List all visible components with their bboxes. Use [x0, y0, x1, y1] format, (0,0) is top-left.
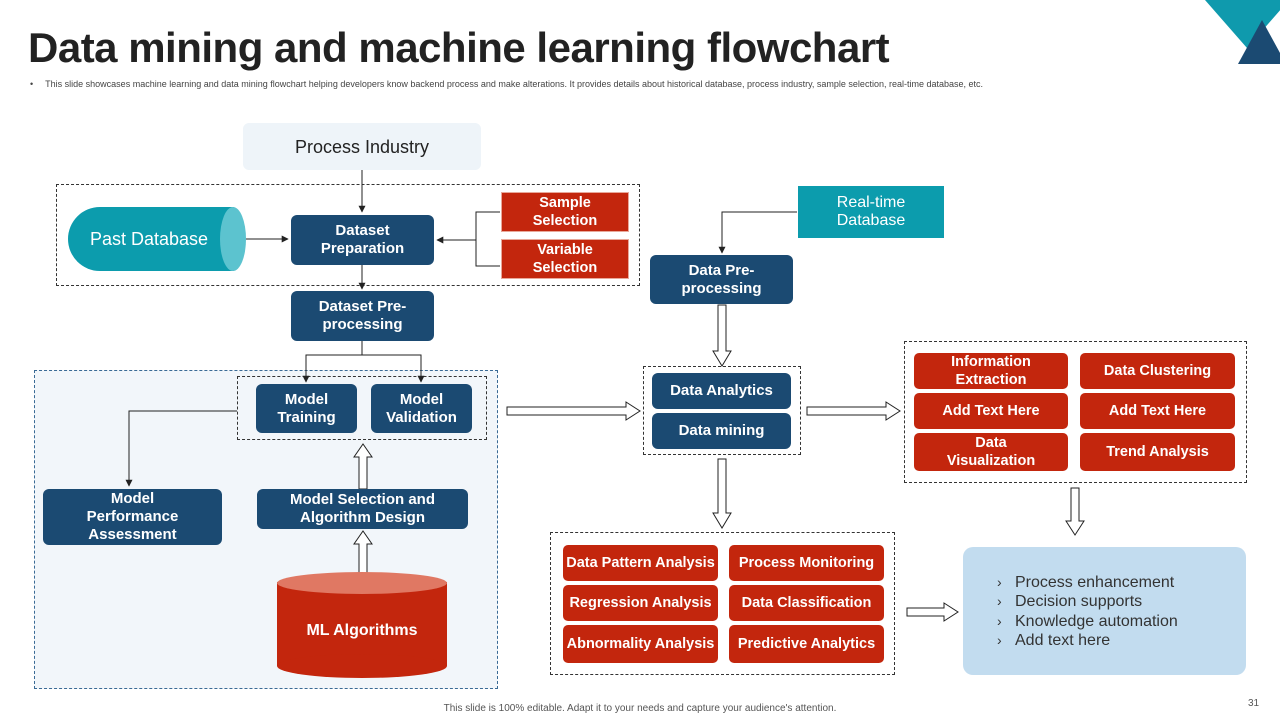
page-title: Data mining and machine learning flowcha…: [28, 24, 890, 71]
benefit-text: Add text here: [1015, 631, 1111, 649]
hollow-arrow-to-outputs: [806, 401, 901, 421]
footer-note: This slide is 100% editable. Adapt it to…: [443, 703, 837, 714]
output-data-visualization: Data Visualization: [914, 433, 1068, 471]
past-database-label: Past Database: [89, 229, 209, 249]
bullet-dot-icon: •: [30, 79, 34, 89]
benefit-item: › Knowledge automation: [997, 612, 1246, 631]
hollow-arrow-data-preprocessing-down: [712, 304, 732, 367]
chevron-right-icon: ›: [997, 574, 1002, 590]
benefits-box: ›Process enhancement ›Decision supports …: [963, 547, 1246, 675]
analysis-data-pattern: Data Pattern Analysis: [563, 545, 718, 581]
benefit-item: › Process enhancement: [997, 573, 1246, 592]
cylinder-end: [220, 207, 246, 271]
outputs-group: [904, 341, 1247, 483]
ml-algorithms-label: ML Algorithms: [306, 622, 418, 639]
output-trend-analysis: Trend Analysis: [1080, 433, 1235, 471]
arrow-preprocessing-to-training: [302, 341, 363, 383]
chevron-right-icon: ›: [997, 612, 1002, 629]
hollow-arrow-algorithms-up: [353, 530, 373, 577]
output-add-text-1: Add Text Here: [914, 393, 1068, 429]
model-selection-box: Model Selection and Algorithm Design: [257, 489, 468, 529]
past-database-cylinder: Past Database: [68, 207, 246, 271]
output-add-text-2: Add Text Here: [1080, 393, 1235, 429]
hollow-arrow-to-analytics: [506, 401, 641, 421]
bracket-selection: [475, 211, 500, 267]
benefit-text: Decision supports: [1015, 593, 1143, 611]
slide-description-text: This slide showcases machine learning an…: [45, 79, 983, 89]
model-performance-assessment-box: Model Performance Assessment: [43, 489, 222, 545]
dataset-preprocessing-box: Dataset Pre-processing: [291, 291, 434, 341]
variable-selection-box: Variable Selection: [501, 239, 629, 279]
analysis-regression: Regression Analysis: [563, 585, 718, 621]
analysis-predictive-analytics: Predictive Analytics: [729, 625, 884, 663]
hollow-arrow-outputs-down: [1065, 487, 1085, 536]
benefit-text: Knowledge automation: [1015, 612, 1178, 630]
model-training-group: [237, 376, 487, 440]
chevron-right-icon: ›: [997, 593, 1002, 610]
ml-algorithms-cylinder: ML Algorithms: [277, 572, 447, 678]
dataset-preparation-box: Dataset Preparation: [291, 215, 434, 265]
model-validation-box: Model Validation: [371, 384, 472, 433]
cylinder-top: [277, 572, 447, 594]
analyses-group: [550, 532, 895, 675]
hollow-arrow-to-analyses: [712, 458, 732, 529]
analysis-abnormality: Abnormality Analysis: [563, 625, 718, 663]
model-training-box: Model Training: [256, 384, 357, 433]
data-analytics-box: Data Analytics: [652, 373, 791, 409]
process-industry-box: Process Industry: [243, 123, 481, 170]
slide-description: • This slide showcases machine learning a…: [30, 79, 983, 89]
output-information-extraction: Information Extraction: [914, 353, 1068, 389]
benefit-text: Process enhancement: [1015, 574, 1175, 591]
data-preparation-group: [56, 184, 640, 286]
cylinder-body: [277, 582, 447, 666]
cylinder-body: [68, 207, 234, 271]
hollow-arrow-to-benefits: [906, 602, 959, 622]
benefit-item: › Add text here: [997, 631, 1246, 650]
arrow-preprocessing-to-validation: [362, 354, 425, 383]
sample-selection-box: Sample Selection: [501, 192, 629, 232]
chevron-right-icon: ›: [997, 631, 1002, 648]
benefit-item: › Decision supports: [997, 592, 1246, 611]
arrow-realtime-to-data-preprocessing: [718, 211, 797, 254]
corner-triangle-navy-icon: [1238, 20, 1280, 64]
cylinder-bottom: [277, 654, 447, 678]
page-number: 31: [1248, 698, 1260, 709]
realtime-database-box: Real-time Database: [798, 186, 944, 238]
analysis-process-monitoring: Process Monitoring: [729, 545, 884, 581]
data-preprocessing-box: Data Pre-processing: [650, 255, 793, 304]
analysis-data-classification: Data Classification: [729, 585, 884, 621]
arrow-training-to-assessment: [125, 410, 237, 487]
data-mining-box: Data mining: [652, 413, 791, 449]
output-data-clustering: Data Clustering: [1080, 353, 1235, 389]
hollow-arrow-selection-up: [353, 443, 373, 490]
